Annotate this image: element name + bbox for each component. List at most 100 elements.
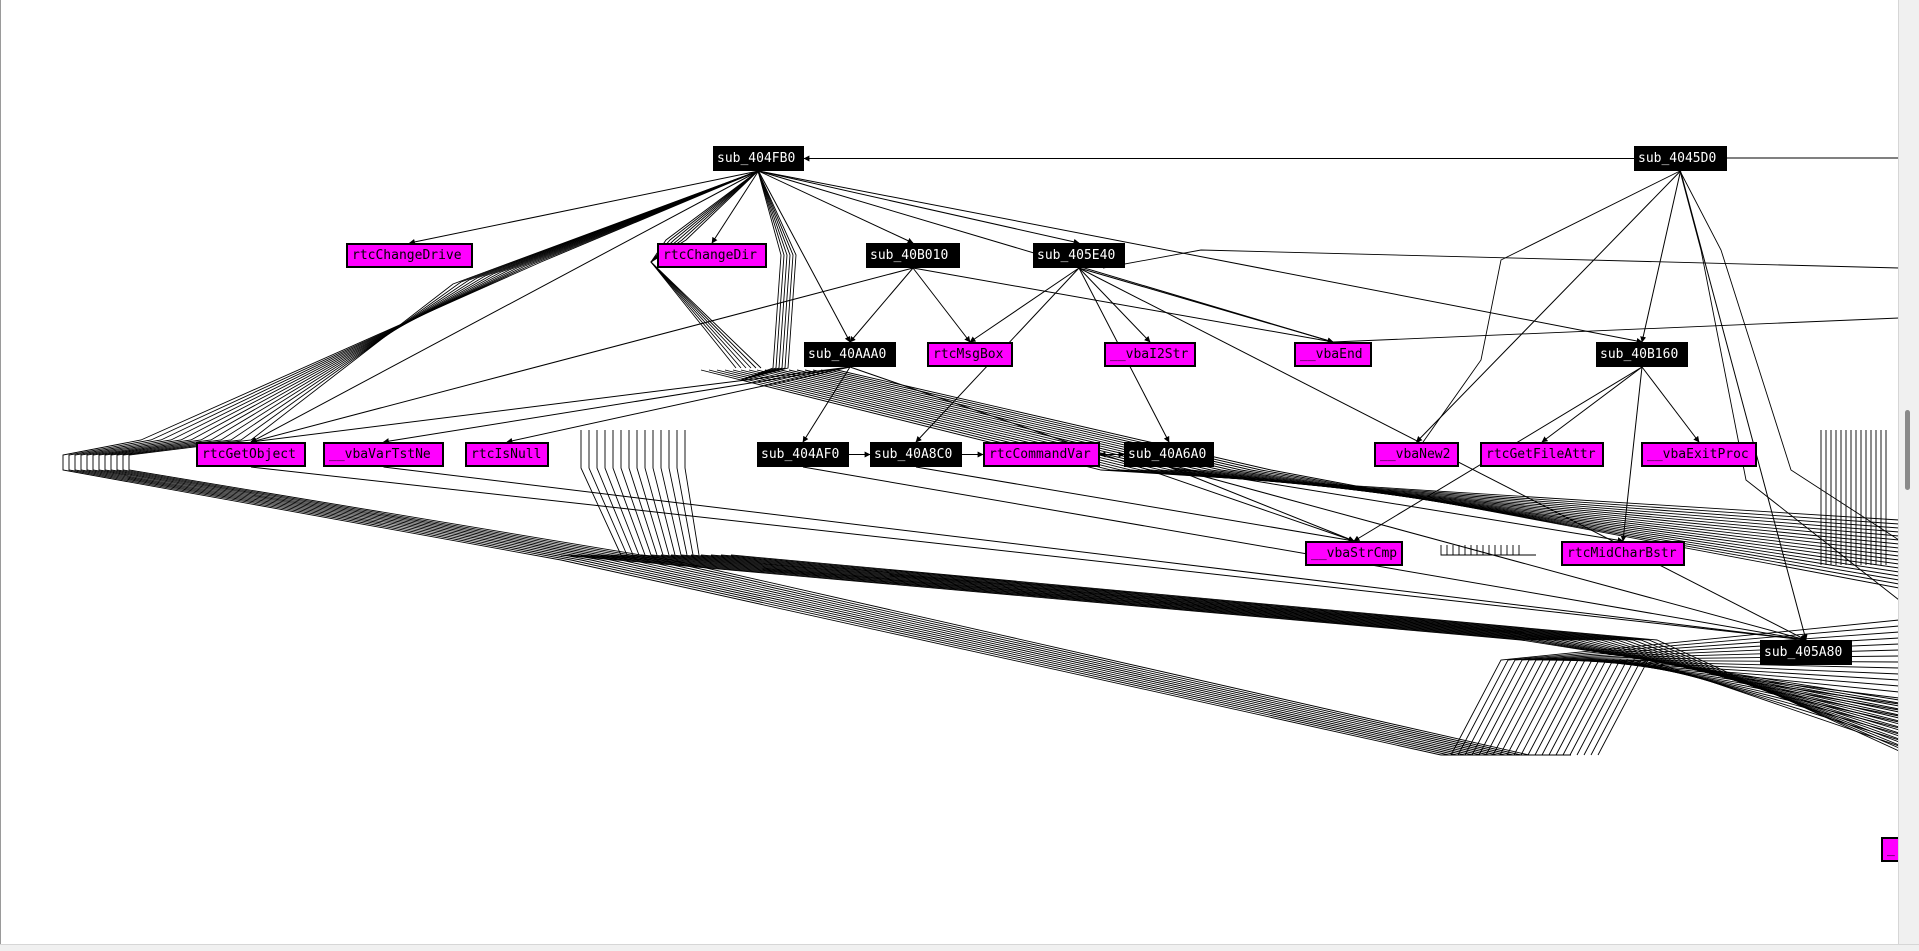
left-fan-edge — [128, 170, 1571, 756]
routed-edge — [650, 170, 759, 369]
edge-sub4045d0-to-sub40b160 — [1640, 170, 1681, 343]
upper-band-edge — [700, 369, 1899, 521]
edge-sub404fb0-to-sub40aaa0 — [758, 170, 851, 343]
diagonal-band-edge — [610, 554, 1899, 716]
comb-edge — [676, 430, 694, 556]
node-rtcmsgbox[interactable]: rtcMsgBox — [927, 342, 1013, 367]
node-vbai2str[interactable]: __vbaI2Str — [1104, 342, 1196, 367]
node-sub-404fb0[interactable]: sub_404FB0 — [713, 146, 804, 171]
lower-cluster-edge — [1513, 659, 1899, 756]
routed-edge — [650, 170, 759, 369]
right-edge — [1679, 170, 1899, 601]
lower-cluster-edge — [1457, 625, 1899, 756]
diagonal-band-edge — [570, 554, 1899, 704]
comb-edge — [612, 430, 646, 556]
node-vbastrcmp[interactable]: __vbaStrCmp — [1305, 541, 1403, 566]
edge-sub404fb0-to-rtcgetobject — [250, 170, 759, 443]
diagonal-band-edge — [680, 554, 1899, 737]
comb-edge — [604, 430, 640, 556]
node-rtccommandvar[interactable]: rtcCommandVar — [983, 442, 1100, 467]
lower-cluster-edge — [1583, 659, 1899, 756]
edge-sub405e40-to-rtcmsgbox — [969, 267, 1080, 343]
edge-sub40b160-to-rtcmidcharbstr — [1620, 366, 1643, 542]
diagonal-band-edge — [730, 554, 1899, 752]
edge-sub40aaa0-to-sub404af0 — [802, 366, 851, 443]
node-partial-import[interactable]: _ — [1881, 837, 1899, 862]
diagonal-band-edge — [690, 554, 1899, 740]
comb-edge — [1488, 545, 1511, 556]
node-rtcchangedrive[interactable]: rtcChangeDrive — [346, 243, 473, 268]
diagonal-band-edge — [640, 554, 1899, 725]
edge-sub40aaa0-to-vbavartstne — [382, 366, 851, 445]
node-sub-4045d0[interactable]: sub_4045D0 — [1634, 146, 1727, 171]
comb-edge — [628, 430, 658, 556]
routed-edge — [740, 170, 785, 381]
comb-edge — [1518, 545, 1536, 556]
node-rtcgetobject[interactable]: rtcGetObject — [196, 442, 306, 467]
edge-lines — [250, 155, 1808, 643]
comb-edge — [620, 430, 652, 556]
node-sub-40a6a0[interactable]: sub_40A6A0 — [1124, 442, 1214, 467]
edge-sub40b010-to-rtcmsgbox — [912, 267, 971, 343]
window-left-border — [0, 0, 1, 951]
lower-cluster-edge — [1569, 659, 1899, 756]
diagonal-band-edge — [670, 554, 1899, 734]
node-sub-40a8c0[interactable]: sub_40A8C0 — [870, 442, 962, 467]
upper-band-edge — [828, 369, 1899, 585]
node-rtcchangedir[interactable]: rtcChangeDir — [657, 243, 767, 268]
left-fan-edge — [68, 170, 1471, 756]
edge-sub404fb0-to-sub40b010 — [758, 170, 914, 244]
node-rtcisnull[interactable]: rtcIsNull — [465, 442, 549, 467]
comb-edge — [652, 430, 676, 556]
comb-edge — [684, 430, 700, 556]
lower-cluster-edge — [1562, 659, 1899, 756]
lower-cluster-edge — [1520, 659, 1899, 756]
node-sub-40b010[interactable]: sub_40B010 — [866, 243, 960, 268]
node-sub-405e40[interactable]: sub_405E40 — [1033, 243, 1125, 268]
edge-sub404fb0-to-rtcchangedrive — [408, 170, 759, 245]
node-vbaend[interactable]: __vbaEnd — [1294, 342, 1372, 367]
diagonal-band-edge — [630, 554, 1899, 722]
node-sub-405a80[interactable]: sub_405A80 — [1760, 640, 1852, 665]
lower-cluster-edge — [1527, 659, 1899, 756]
left-fan-edge — [80, 170, 1491, 756]
left-fan-edge — [86, 170, 1501, 756]
edge-sub40b010-to-vbaend — [912, 267, 1334, 345]
lower-cluster-edge — [1590, 659, 1899, 756]
left-fan-edge — [104, 170, 1531, 756]
edge-sub404fb0-to-sub40b160 — [758, 170, 1643, 344]
diagonal-band-edge — [600, 554, 1899, 713]
lower-cluster-edge — [1555, 659, 1899, 756]
left-fan-edge — [122, 170, 1561, 756]
edge-sub404fb0-to-sub405e40 — [758, 170, 1080, 245]
horizontal-scrollbar[interactable] — [0, 944, 1919, 951]
vertical-scrollbar[interactable] — [1898, 0, 1919, 945]
node-sub-404af0[interactable]: sub_404AF0 — [757, 442, 849, 467]
routed-edge — [650, 170, 759, 369]
routed-edge — [740, 170, 788, 381]
edge-sub40a8c0-to-vbastrcmp — [915, 466, 1355, 544]
node-vbavartstne[interactable]: __vbaVarTstNe — [323, 442, 444, 467]
edge-vbavartstne-to-sub405a80 — [383, 466, 1807, 643]
upper-band-edge — [780, 369, 1899, 561]
node-rtcmidcharbstr[interactable]: rtcMidCharBstr — [1561, 541, 1685, 566]
right-edge — [1420, 170, 1681, 446]
edge-sub405e40-to-vbai2str — [1078, 267, 1151, 343]
upper-band-edge — [740, 369, 1899, 541]
comb-edge — [660, 430, 682, 556]
node-sub-40aaa0[interactable]: sub_40AAA0 — [804, 342, 896, 367]
upper-band-edge — [804, 369, 1899, 573]
vertical-scroll-thumb[interactable] — [1905, 410, 1910, 490]
edge-sub40a6a0-to-rtcmidcharbstr — [1168, 466, 1624, 544]
lower-cluster-edge — [1576, 659, 1899, 756]
node-rtcgetfileattr[interactable]: rtcGetFileAttr — [1480, 442, 1604, 467]
edge-sub40b010-to-sub40aaa0 — [849, 267, 914, 343]
comb-edge — [1506, 545, 1526, 556]
right-edge — [1332, 317, 1899, 343]
node-sub-40b160[interactable]: sub_40B160 — [1596, 342, 1688, 367]
node-vbanew2[interactable]: __vbaNew2 — [1374, 442, 1459, 467]
routed-edge — [650, 170, 759, 369]
node-vbaexitproc[interactable]: __vbaExitProc — [1641, 442, 1757, 467]
routed-edge — [650, 170, 762, 369]
